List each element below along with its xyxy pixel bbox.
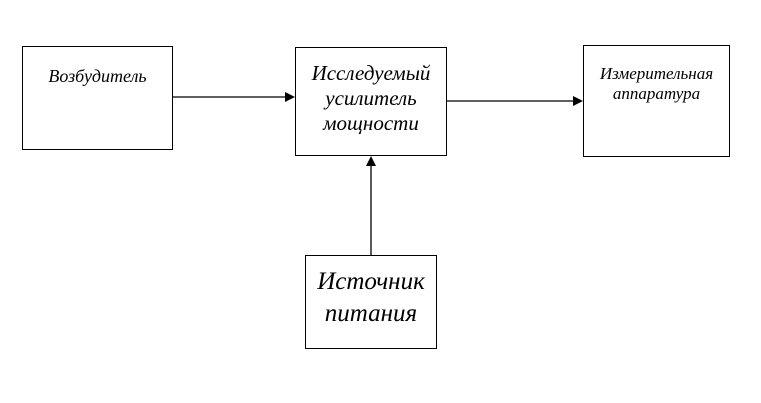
amplifier-label-line-1: Исследуемый bbox=[311, 61, 431, 85]
exciter-label: Возбудитель bbox=[48, 66, 147, 86]
instruments-label-line-2: аппаратура bbox=[612, 84, 701, 103]
instruments-label-line-1: Измерительная bbox=[599, 64, 714, 83]
amplifier-under-test-block: Исследуемый усилитель мощности bbox=[295, 47, 447, 156]
power-label-line-1: Источник bbox=[317, 268, 425, 295]
arrowhead-amplifier-input bbox=[285, 92, 295, 102]
arrowhead-amplifier-power-input bbox=[366, 156, 376, 166]
arrowhead-instruments-input bbox=[573, 96, 583, 106]
measuring-equipment-block: Измерительная аппаратура bbox=[583, 45, 730, 157]
power-supply-block: Источник питания bbox=[305, 255, 437, 349]
amplifier-label-line-3: мощности bbox=[323, 111, 419, 135]
amplifier-label-line-2: усилитель bbox=[325, 86, 417, 110]
exciter-block: Возбудитель bbox=[22, 46, 173, 150]
power-label-line-2: питания bbox=[324, 300, 418, 327]
